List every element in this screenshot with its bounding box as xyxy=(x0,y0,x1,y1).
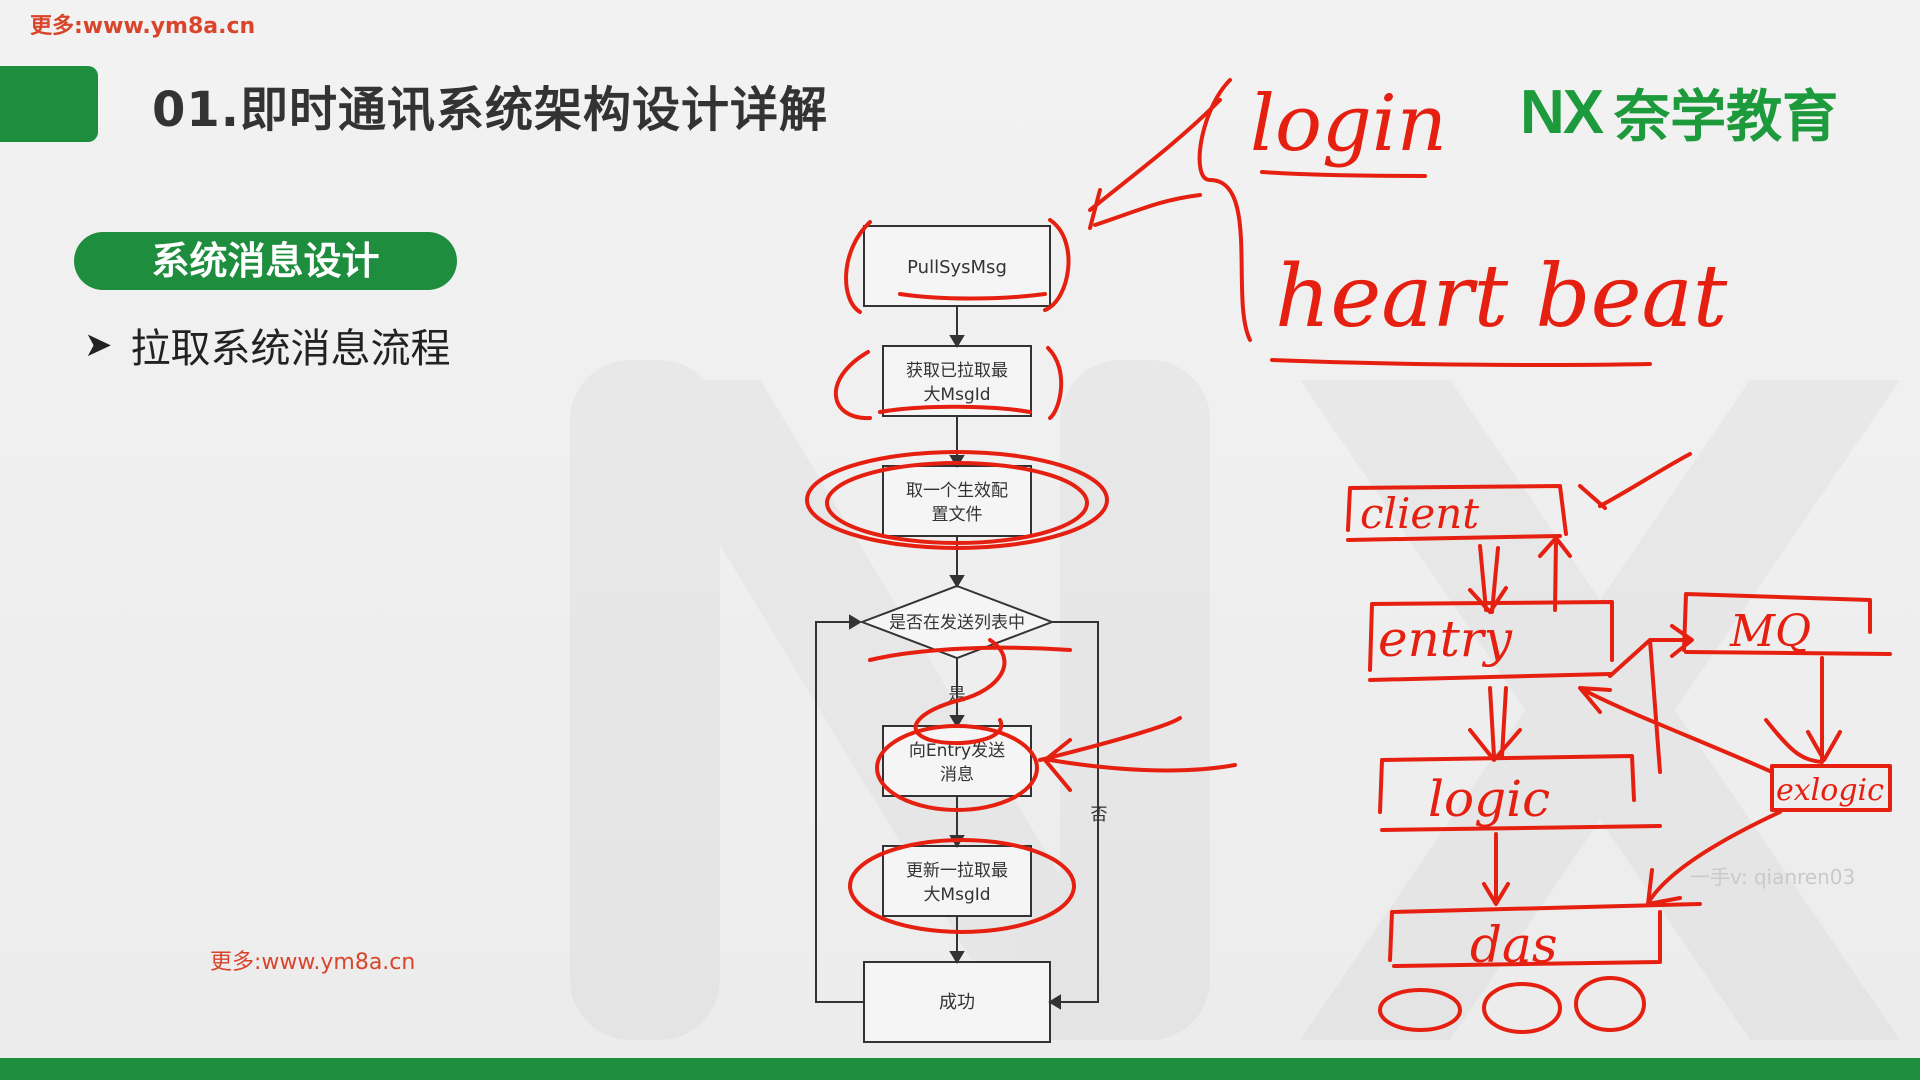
watermark-bottom: 更多:www.ym8a.cn xyxy=(210,950,416,975)
flow-text-success: 成功 xyxy=(939,992,975,1013)
title-accent-tab xyxy=(0,66,98,142)
db-node-2 xyxy=(1482,982,1562,1034)
flow-box-update-max-msgid xyxy=(882,845,1032,917)
bullet-arrow-icon: ➤ xyxy=(84,325,113,365)
flow-box-success xyxy=(863,961,1051,1043)
flow-text-step5-l1: 更新一拉取最 xyxy=(906,861,1008,881)
slide-title: 01.即时通讯系统架构设计详解 xyxy=(152,82,829,138)
flow-box-take-config xyxy=(882,465,1032,537)
db-node-1 xyxy=(1378,988,1462,1032)
brand-nx-mark: NX xyxy=(1520,78,1604,147)
flowchart xyxy=(815,225,1099,1043)
flow-text-step3-l1: 取一个生效配 xyxy=(906,481,1008,501)
flow-text-step5-l2: 大MsgId xyxy=(923,885,990,905)
note-exlogic: exlogic xyxy=(1776,773,1884,808)
note-logic: logic xyxy=(1428,770,1550,828)
flow-text-decision: 是否在发送列表中 xyxy=(889,613,1025,633)
note-mq: MQ xyxy=(1729,606,1811,657)
credit-text: 一手v: qianren03 xyxy=(1690,865,1855,889)
flow-text-step2-l1: 获取已拉取最 xyxy=(906,361,1008,381)
note-entry: entry xyxy=(1378,610,1513,668)
flowchart-annotations xyxy=(805,98,1237,934)
section-pill: 系统消息设计 xyxy=(74,232,457,290)
flow-text-step2-l2: 大MsgId xyxy=(923,385,990,405)
handwritten-notes: login heart beat client entry MQ logic e… xyxy=(1197,78,1892,1034)
note-das: das xyxy=(1470,916,1557,974)
flow-text-step4-l1: 向Entry发送 xyxy=(909,741,1005,761)
brand-name: 奈学教育 xyxy=(1614,85,1839,150)
flow-box-pullsysmsg xyxy=(863,225,1051,307)
flow-label-no: 否 xyxy=(1091,805,1108,825)
note-client: client xyxy=(1360,489,1479,538)
brand-logo: NX 奈学教育 xyxy=(1520,72,1838,153)
note-heartbeat: heart beat xyxy=(1275,247,1728,347)
flow-text-step3-l2: 置文件 xyxy=(932,505,983,525)
background-nx-watermark xyxy=(570,360,1900,1040)
flow-text-step4-l2: 消息 xyxy=(940,765,974,785)
db-node-3 xyxy=(1574,976,1646,1032)
note-login: login xyxy=(1250,79,1447,169)
footer-bar xyxy=(0,1058,1920,1080)
bullet-text: 拉取系统消息流程 xyxy=(130,326,451,372)
watermark-top: 更多:www.ym8a.cn xyxy=(30,14,256,39)
bullet-item: ➤ 拉取系统消息流程 xyxy=(84,316,451,374)
flow-text-pullsysmsg: PullSysMsg xyxy=(907,257,1007,278)
